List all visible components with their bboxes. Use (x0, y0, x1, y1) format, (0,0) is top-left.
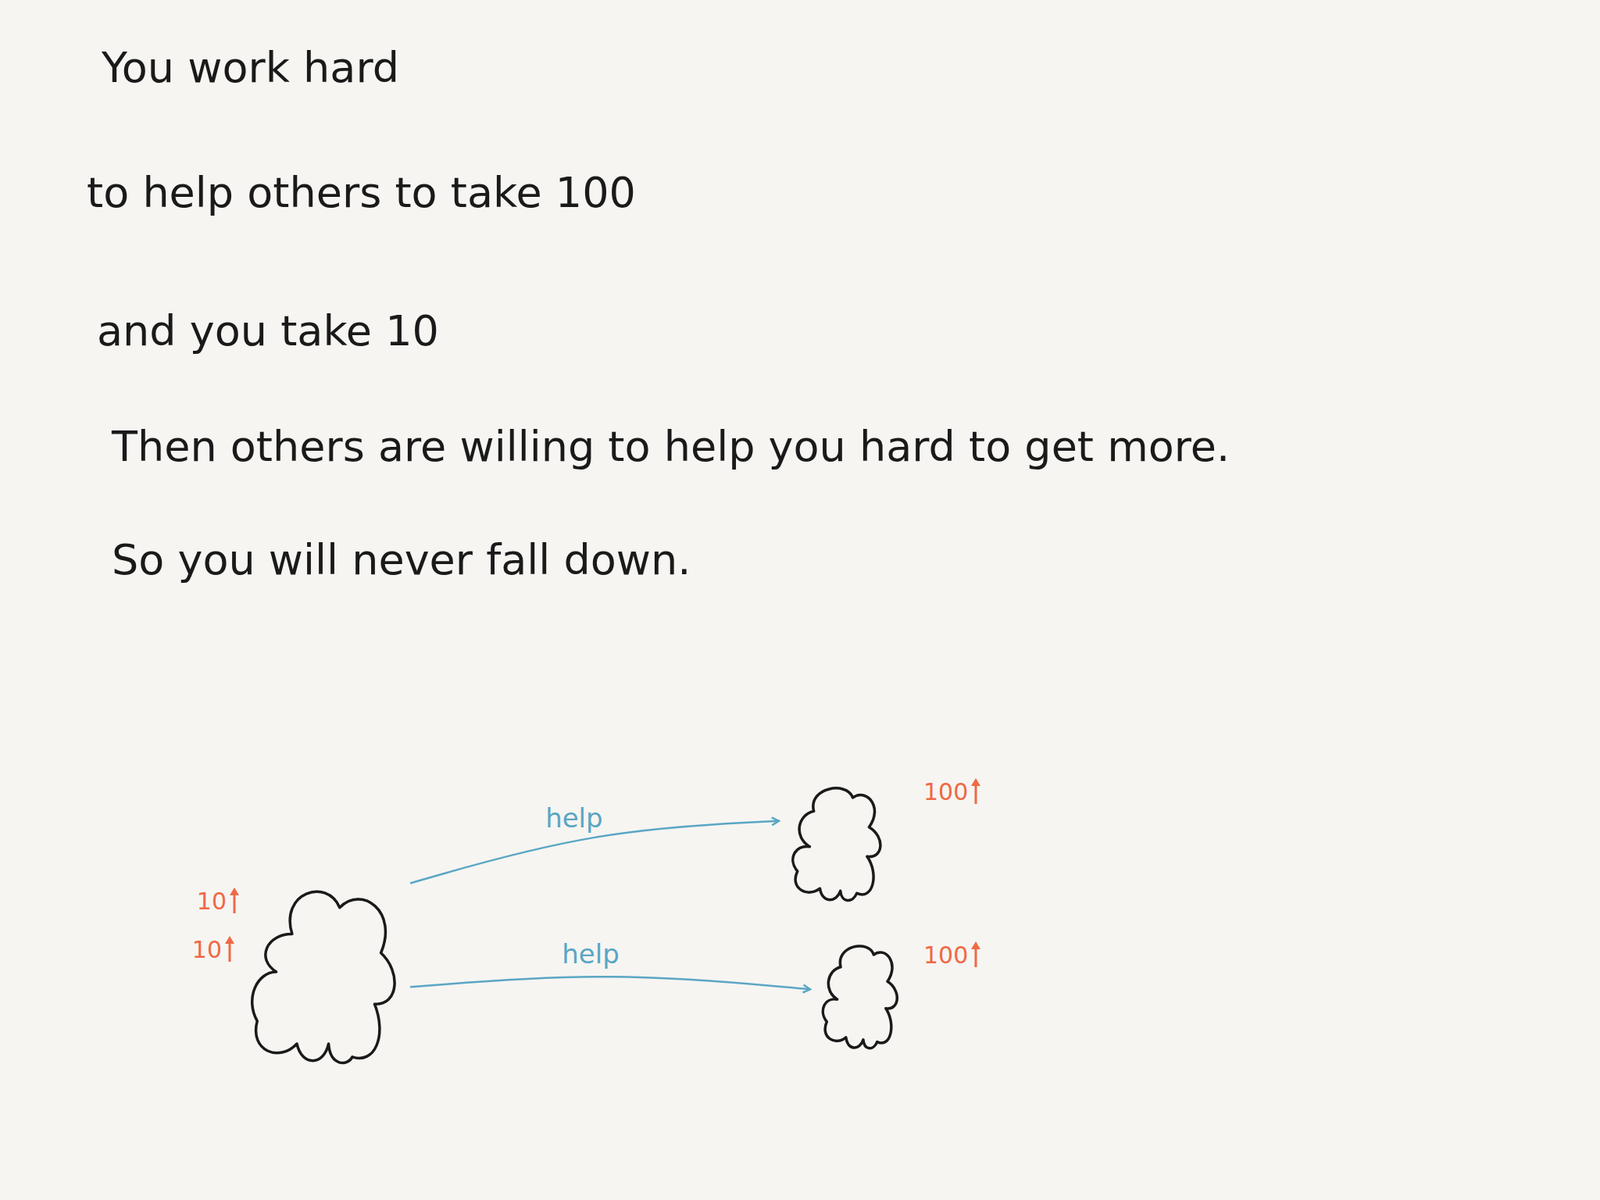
handwritten-note: You work hard (101, 42, 400, 94)
handwritten-note: So you will never fall down. (111, 535, 691, 586)
value-number: 10 (192, 936, 222, 963)
up-arrow (224, 935, 236, 964)
blob-figure: 1010 (244, 877, 404, 1067)
blob-outline (822, 946, 897, 1049)
value-label: 100 (923, 777, 982, 806)
up-arrow-head (971, 941, 981, 950)
value-number: 10 (196, 888, 227, 915)
handwritten-note: Then others are willing to help you hard… (111, 421, 1230, 473)
up-arrow-shaft (975, 946, 978, 968)
up-arrow-shaft (233, 892, 236, 914)
up-arrow-head (229, 887, 240, 896)
up-arrow (970, 940, 982, 969)
blob-figure: 100 (816, 939, 904, 1051)
help-arrow (410, 976, 811, 990)
up-arrow (228, 886, 240, 915)
up-arrow (970, 777, 982, 806)
up-arrow-head (225, 935, 235, 944)
blob-outline-layer (785, 780, 888, 904)
handwritten-note: to help others to take 100 (86, 167, 636, 219)
value-label: 10 (196, 886, 240, 915)
arrow-label: help (558, 939, 623, 969)
value-label: 100 (923, 940, 982, 969)
blob-figure: 100 (785, 780, 888, 904)
value-number: 100 (923, 942, 968, 968)
arrow-label: help (542, 803, 607, 833)
handwritten-note: and you take 10 (96, 306, 440, 358)
value-number: 100 (923, 778, 968, 805)
blob-outline (252, 891, 395, 1063)
up-arrow-shaft (228, 941, 232, 962)
value-label: 10 (192, 935, 236, 964)
up-arrow-head (971, 778, 981, 786)
blob-outline-layer (244, 877, 404, 1067)
up-arrow-shaft (975, 783, 978, 804)
blob-outline (792, 788, 881, 901)
blob-outline-layer (816, 939, 904, 1051)
